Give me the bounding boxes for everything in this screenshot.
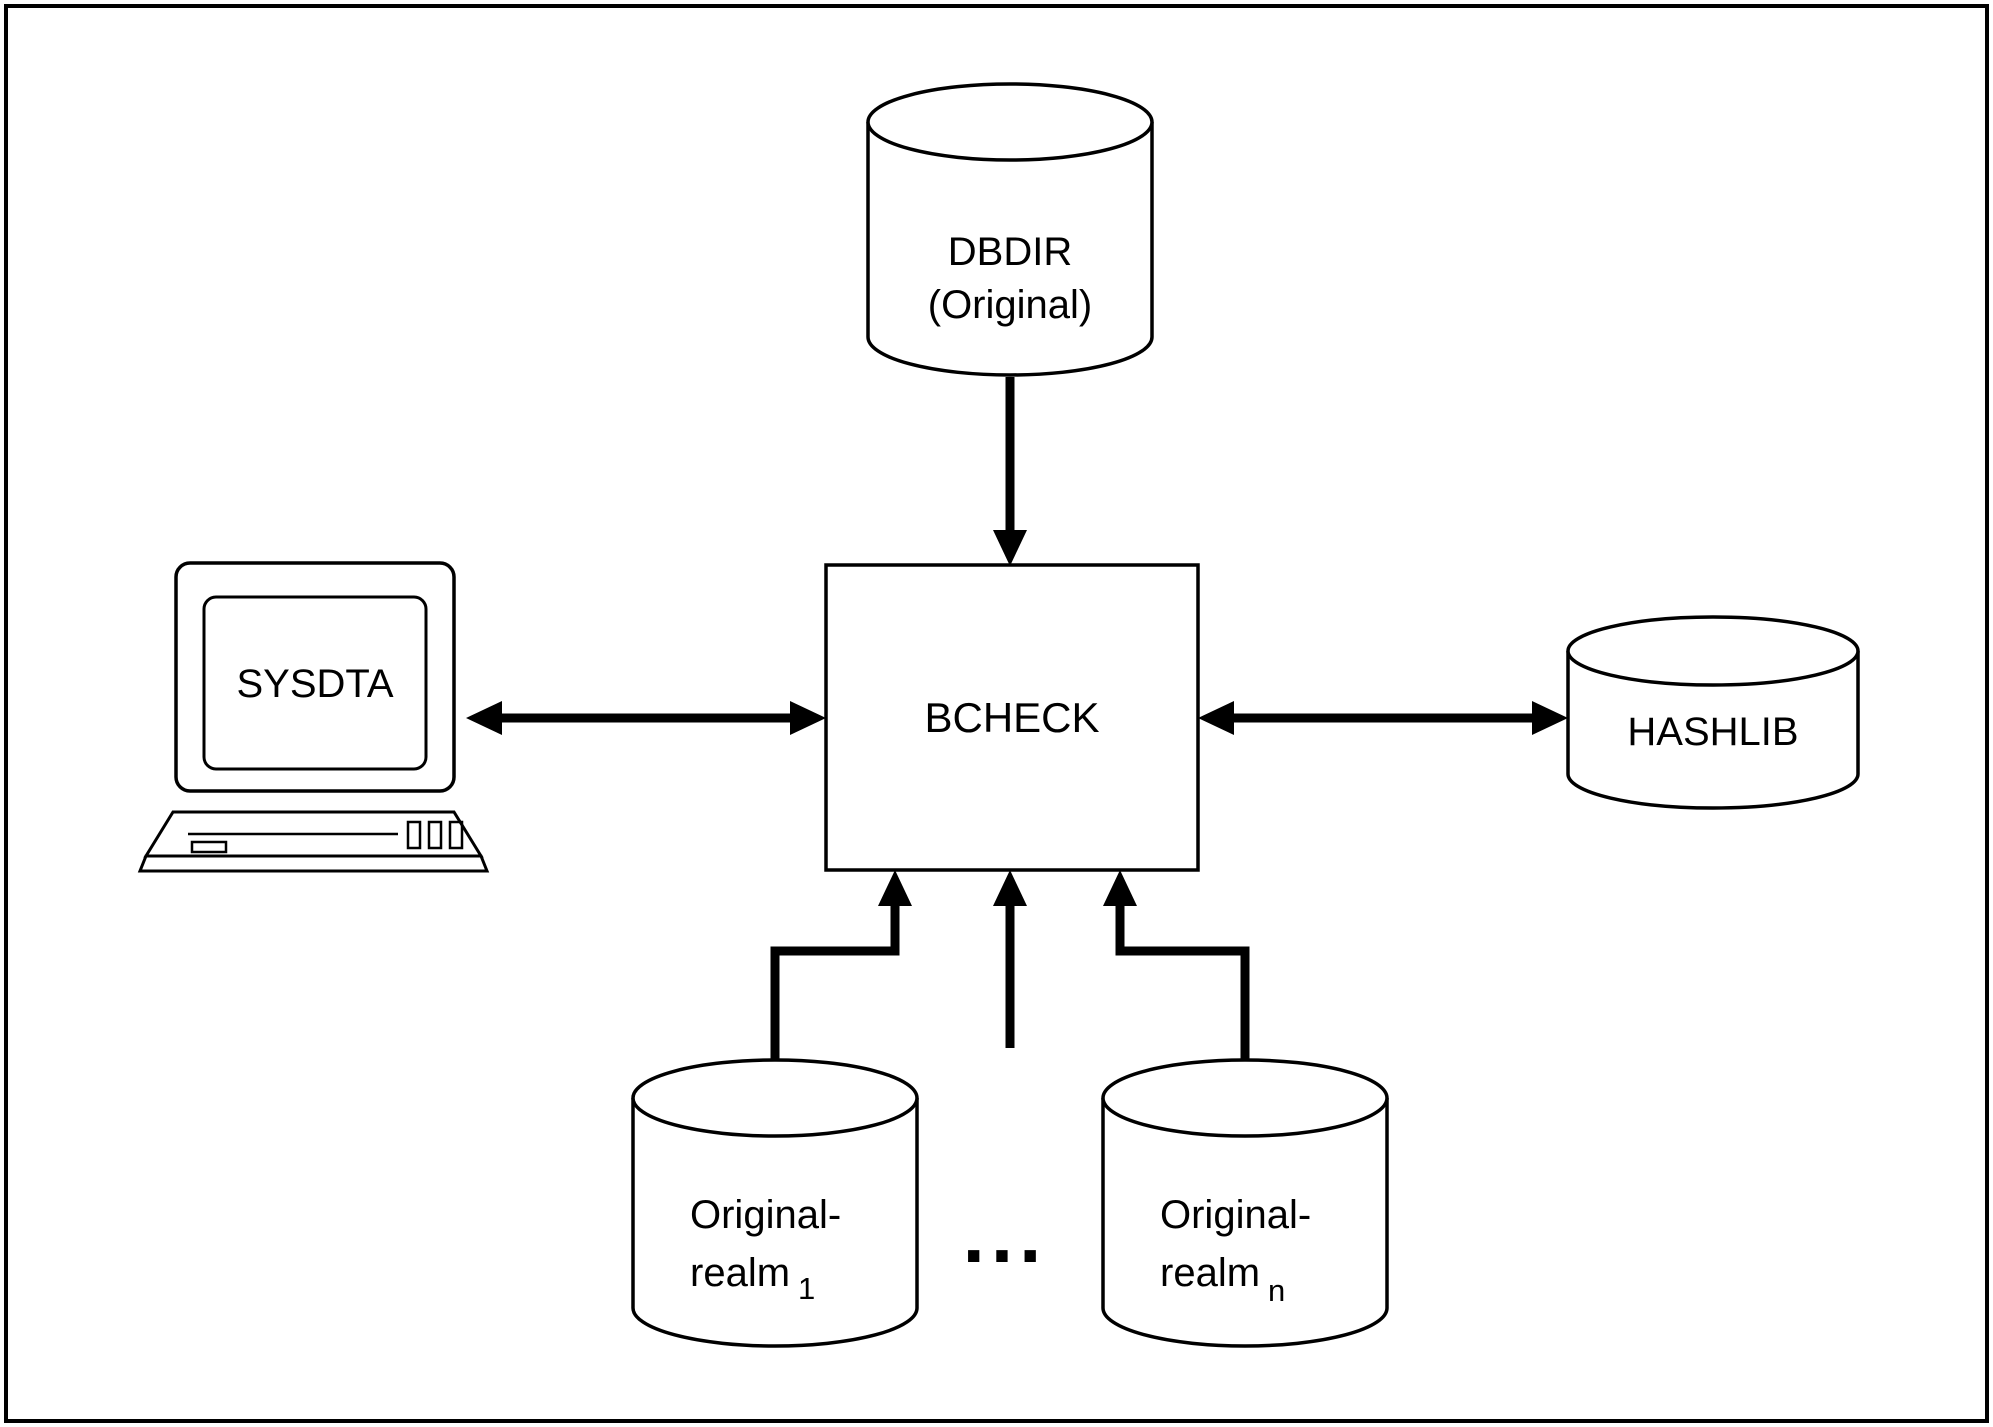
realm1-cylinder: Original- realm 1 bbox=[631, 1058, 919, 1348]
cylinder-body bbox=[1566, 651, 1860, 810]
arrow-shaft bbox=[1115, 898, 1250, 1060]
keyboard-key bbox=[406, 820, 422, 850]
keyboard-front bbox=[137, 854, 490, 873]
dbdir-label-line2: (Original) bbox=[928, 283, 1092, 327]
sysdta-terminal: SYSDTA bbox=[137, 561, 490, 873]
bcheck-label: BCHECK bbox=[924, 694, 1099, 741]
process-box bbox=[824, 563, 1200, 872]
realm1-label-line1: Original- bbox=[690, 1193, 841, 1237]
realmn-subscript: n bbox=[1268, 1273, 1285, 1308]
arrowhead-down-icon bbox=[993, 530, 1027, 566]
hashlib-label: HASHLIB bbox=[1627, 710, 1798, 754]
cylinder-body bbox=[1101, 1098, 1389, 1348]
keyboard-key bbox=[448, 820, 464, 850]
realmn-label-line1: Original- bbox=[1160, 1193, 1311, 1237]
cylinder-top bbox=[631, 1058, 919, 1138]
cylinder-body bbox=[866, 122, 1154, 377]
arrow-realmn-to-bcheck bbox=[1103, 870, 1250, 1060]
dbdir-cylinder: DBDIR (Original) bbox=[866, 82, 1154, 377]
arrowhead-right-icon bbox=[790, 701, 826, 735]
arrow-bcheck-hashlib bbox=[1198, 701, 1568, 735]
realm1-subscript: 1 bbox=[798, 1271, 815, 1306]
keyboard-spacebar bbox=[190, 840, 228, 854]
arrow-realm1-to-bcheck bbox=[770, 870, 912, 1060]
sysdta-label: SYSDTA bbox=[236, 662, 393, 706]
cylinder-top bbox=[1101, 1058, 1389, 1138]
monitor-screen bbox=[202, 595, 428, 771]
keyboard-key bbox=[427, 820, 443, 850]
arrowhead-up-icon bbox=[878, 870, 912, 906]
realm1-label-line2: realm bbox=[690, 1251, 790, 1295]
ellipsis-label: ... bbox=[963, 1190, 1048, 1279]
arrow-middle-to-bcheck bbox=[993, 870, 1027, 1048]
arrowhead-up-icon bbox=[1103, 870, 1137, 906]
cylinder-body bbox=[631, 1098, 919, 1348]
bcheck-box: BCHECK bbox=[824, 563, 1200, 872]
arrowhead-left-icon bbox=[1198, 701, 1234, 735]
arrowhead-up-icon bbox=[993, 870, 1027, 906]
hashlib-cylinder: HASHLIB bbox=[1566, 615, 1860, 810]
realmn-cylinder: Original- realm n bbox=[1101, 1058, 1389, 1348]
arrow-shaft bbox=[770, 898, 900, 1060]
arrow-sysdta-bcheck bbox=[466, 701, 826, 735]
diagram-border bbox=[4, 4, 1989, 1423]
dbdir-label-line1: DBDIR bbox=[948, 230, 1072, 274]
arrowhead-left-icon bbox=[466, 701, 502, 735]
realmn-label-line2: realm bbox=[1160, 1251, 1260, 1295]
arrowhead-right-icon bbox=[1532, 701, 1568, 735]
cylinder-top bbox=[1566, 615, 1860, 687]
cylinder-top bbox=[866, 82, 1154, 162]
arrow-dbdir-to-bcheck bbox=[993, 377, 1027, 566]
